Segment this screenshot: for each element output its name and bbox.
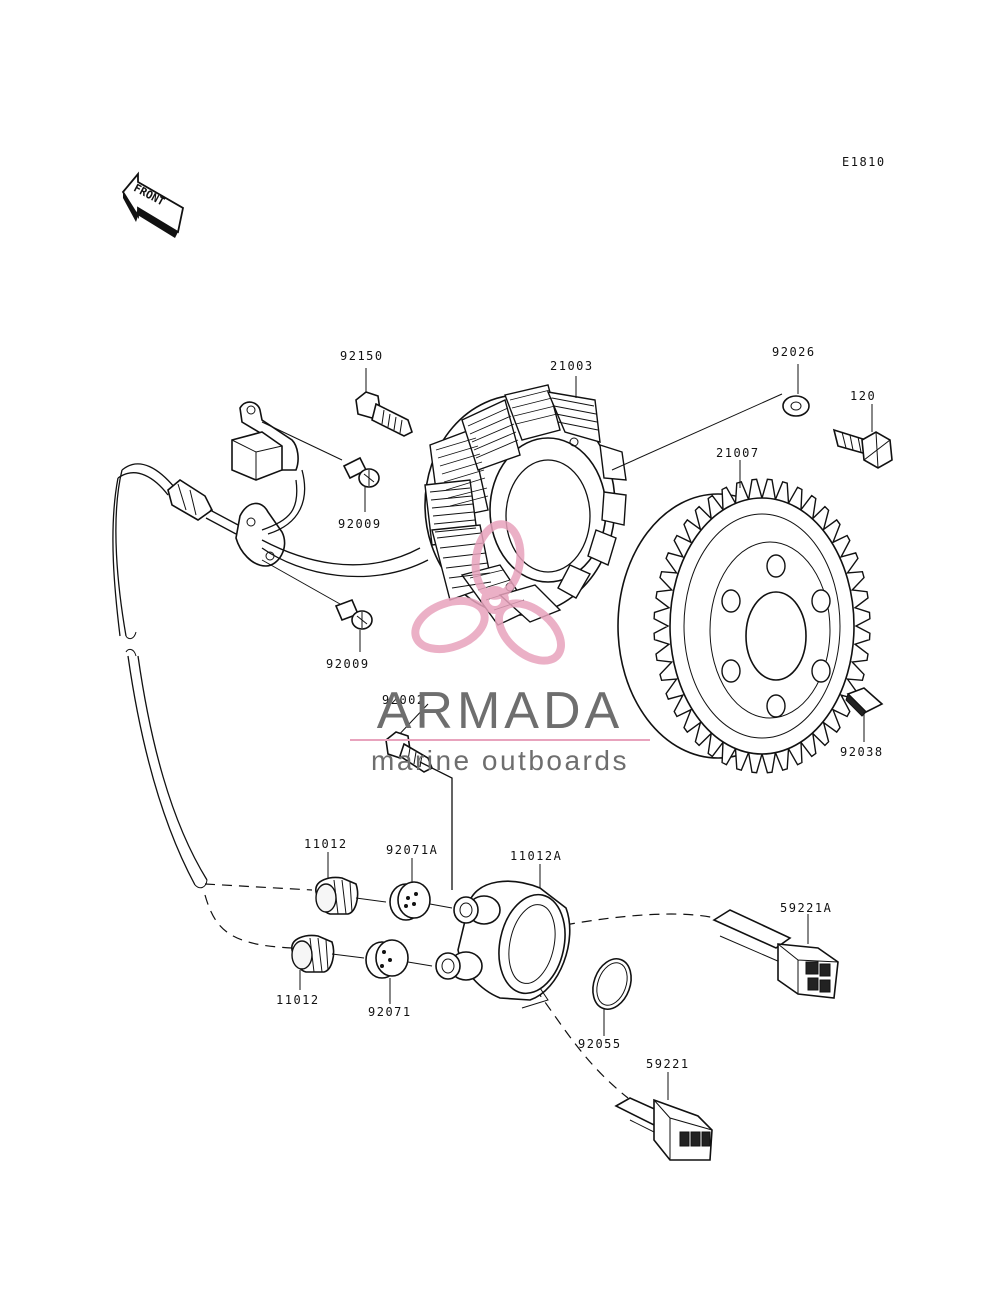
flywheel-bolt-hole	[721, 589, 741, 613]
propeller-logo-icon	[411, 520, 565, 665]
bolt-92002	[385, 703, 453, 890]
key-92038	[845, 687, 884, 742]
washer-92026	[782, 364, 810, 417]
watermark-tagline: marine outboards	[371, 745, 629, 776]
flywheel-bolt-hole	[721, 659, 741, 683]
flywheel-bolt-hole	[811, 659, 831, 683]
label-11012-lower: 11012	[276, 993, 320, 1007]
label-11012-upper: 11012	[304, 837, 348, 851]
label-59221: 59221	[646, 1057, 690, 1071]
connector-59221	[614, 1072, 713, 1161]
flywheel-bolt-hole	[766, 694, 786, 718]
armada-watermark: ARMADA marine outboards	[350, 520, 650, 776]
label-92150: 92150	[340, 349, 384, 363]
screw-92009-lower	[261, 559, 373, 652]
flywheel-bolt-hole	[811, 589, 831, 613]
label-120: 120	[850, 389, 876, 403]
leader-92026	[611, 393, 783, 471]
label-92071A: 92071A	[386, 843, 438, 857]
stator-cable	[112, 401, 429, 889]
bolt-92150	[355, 368, 413, 437]
front-direction-arrow-icon: FRONT	[121, 171, 185, 238]
watermark-brand: ARMADA	[377, 682, 623, 740]
seal-92071A	[389, 858, 453, 921]
label-92026: 92026	[772, 345, 816, 359]
label-92071: 92071	[368, 1005, 412, 1019]
o-ring-92055	[592, 958, 632, 1036]
label-92038: 92038	[840, 745, 884, 759]
connector-59221A	[712, 909, 839, 999]
housing-11012A	[435, 864, 571, 1009]
label-11012A: 11012A	[510, 849, 562, 863]
label-21003: 21003	[550, 359, 594, 373]
diagram-code: E1810	[842, 155, 886, 169]
flywheel-bolt-hole	[766, 554, 786, 578]
dash-lower	[204, 894, 293, 949]
label-59221A: 59221A	[780, 901, 832, 915]
label-21007: 21007	[716, 446, 760, 460]
screw-92009-upper	[342, 456, 380, 512]
flywheel-21007	[617, 460, 871, 774]
cap-11012-upper	[315, 852, 387, 915]
label-92055: 92055	[578, 1037, 622, 1051]
label-92009-upper: 92009	[338, 517, 382, 531]
label-92002: 92002	[382, 693, 426, 707]
label-92009-lower: 92009	[326, 657, 370, 671]
seal-92071	[365, 939, 433, 1004]
dash-upper	[204, 883, 313, 891]
bolt-120	[832, 404, 893, 469]
stator-21003	[424, 376, 627, 626]
cap-11012-lower	[291, 934, 365, 990]
dash-59221A	[564, 913, 716, 926]
